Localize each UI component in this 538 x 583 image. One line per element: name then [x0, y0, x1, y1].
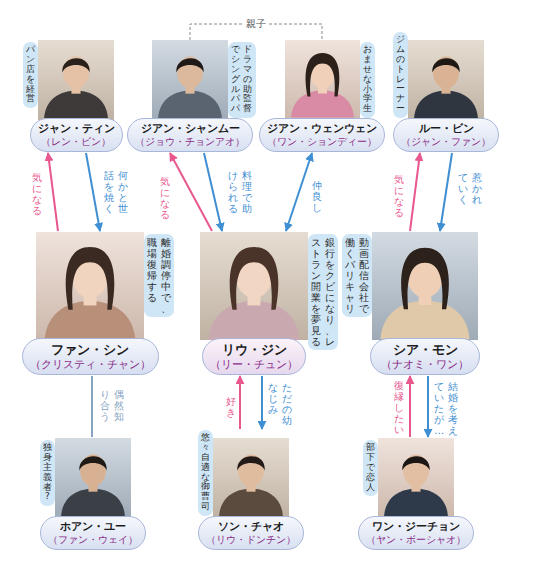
character-note: 離婚調停中で、職場復帰する [147, 237, 171, 314]
relation-label: 気になる [394, 174, 404, 218]
character-note: 悠々自適な御曹司 [201, 433, 210, 512]
relation-label: 気になる [160, 176, 170, 220]
relation-arrow [86, 153, 100, 231]
relation-arrow [261, 376, 263, 429]
character-name: シア・モン [393, 342, 458, 358]
character-name: ジアン・ウェンウェン [267, 122, 377, 136]
actor-name: （ファン・ウェイ） [48, 534, 138, 546]
relation-arrow [427, 376, 429, 437]
portrait-photo [213, 438, 289, 518]
note-tab: ジムのトレーナー [393, 32, 408, 118]
note-tab: 銀行をクビになり、レストラン開業を夢見る [308, 234, 338, 350]
name-pill: ジアン・シャンムー（ジョウ・チョンアオ） [127, 118, 253, 152]
actor-name: （クリスティ・チャン） [30, 358, 151, 371]
character-card: ジムのトレーナールー・ビン（ジャン・ファン） [393, 32, 499, 152]
portrait-photo [285, 40, 360, 120]
relation-arrow [204, 153, 222, 231]
note-tab: 離婚調停中で、職場復帰する [144, 234, 174, 317]
note-tab: ドラマの助監督でシングルパパ [228, 42, 256, 118]
character-card: 部下で恋人ワン・ジーチョン（ヤン・ボーシャオ） [358, 438, 474, 550]
portrait-photo [378, 438, 454, 518]
character-card: ドラマの助監督でシングルパパジアン・シャンムー（ジョウ・チョンアオ） [127, 40, 256, 152]
actor-name: （ヤン・ボーシャオ） [366, 534, 466, 546]
actor-name: （リー・チュン） [210, 358, 298, 371]
character-name: ジアン・シャンムー [141, 122, 240, 136]
character-card: パン店を経営ジャン・ティン（レン・ビン） [23, 40, 123, 152]
character-note: ドラマの助監督でシングルパパ [231, 45, 253, 114]
note-tab: 動画配信会社で働くバリキャリ [342, 234, 372, 317]
character-note: おませな小学生 [363, 45, 372, 114]
relation-arrow [239, 376, 241, 429]
relation-label: 惹かれていく [458, 172, 482, 205]
relation-label: 何かと世話を焼く [104, 170, 128, 214]
relation-label: 結婚を考えていたが… [434, 381, 458, 436]
name-pill: ジャン・ティン（レン・ビン） [30, 118, 123, 152]
name-pill: ホアン・ユー（ファン・ウェイ） [40, 516, 146, 550]
actor-name: （ジャン・ファン） [401, 136, 491, 148]
relation-arrow [410, 153, 420, 231]
character-card: 動画配信会社で働くバリキャリシア・モン（ナオミ・ワン） [342, 232, 480, 375]
character-note: ジムのトレーナー [396, 35, 405, 114]
character-card: おませな小学生ジアン・ウェンウェン（ワン・ションディー） [259, 40, 385, 152]
name-pill: ファン・シン（クリスティ・チャン） [22, 338, 159, 375]
relation-label: ただの幼なじみ [268, 382, 292, 426]
note-tab: おませな小学生 [360, 42, 375, 118]
actor-name: （ジョウ・チョンアオ） [135, 136, 245, 148]
relation-label: 料理で助けられる [228, 170, 252, 214]
character-card: 銀行をクビになり、レストラン開業を夢見るリウ・ジン（リー・チュン） [200, 232, 338, 375]
relation-arrow [440, 153, 452, 231]
character-name: リウ・ジン [222, 342, 287, 358]
character-card: 離婚調停中で、職場復帰するファン・シン（クリスティ・チャン） [22, 232, 175, 375]
character-note: パン店を経営 [26, 45, 35, 104]
character-note: 銀行をクビになり、レストラン開業を夢見る [311, 237, 335, 347]
note-tab: 部下で恋人 [363, 440, 378, 496]
character-card: 独身主義者? ホアン・ユー（ファン・ウェイ） [40, 438, 146, 550]
name-pill: ジアン・ウェンウェン（ワン・ションディー） [259, 118, 385, 152]
relation-arrow [91, 376, 93, 437]
portrait-photo [55, 438, 131, 518]
note-tab: 悠々自適な御曹司 [198, 430, 213, 516]
actor-name: （リウ・ドンチン） [206, 534, 296, 546]
portrait-photo [152, 40, 228, 120]
portrait-photo [408, 40, 484, 120]
character-name: ソン・チャオ [218, 520, 284, 534]
name-pill: リウ・ジン（リー・チュン） [202, 338, 306, 375]
relation-arrow [48, 153, 58, 231]
actor-name: （ワン・ションディー） [267, 136, 377, 148]
name-pill: ワン・ジーチョン（ヤン・ボーシャオ） [358, 516, 474, 550]
character-name: ルー・ビン [419, 122, 474, 136]
actor-name: （ナオミ・ワン） [381, 358, 469, 371]
note-tab: パン店を経営 [23, 42, 38, 108]
portrait-photo [36, 232, 144, 340]
relation-label: 仲良し [312, 180, 322, 213]
relation-arrow [286, 153, 312, 231]
character-name: ジャン・ティン [38, 122, 115, 136]
name-pill: ルー・ビン（ジャン・ファン） [393, 118, 499, 152]
portrait-photo [200, 232, 308, 340]
name-pill: ソン・チャオ（リウ・ドンチン） [198, 516, 304, 550]
relation-label: 気になる [32, 172, 42, 216]
character-note: 部下で恋人 [366, 443, 375, 492]
relation-label: 好き [226, 396, 236, 418]
portrait-photo [38, 40, 114, 120]
relation-label: 復縁したい [394, 380, 404, 435]
character-name: ホアン・ユー [60, 520, 126, 534]
relation-label: 偶然知り合う [100, 389, 124, 422]
character-name: ファン・シン [51, 342, 129, 358]
actor-name: （レン・ビン） [41, 136, 111, 148]
character-note: 動画配信会社で働くバリキャリ [345, 237, 369, 314]
character-note: 独身主義者? [43, 443, 52, 502]
name-pill: シア・モン（ナオミ・ワン） [370, 338, 480, 375]
note-tab: 独身主義者? [40, 440, 55, 506]
relation-arrow [409, 376, 411, 437]
character-card: 悠々自適な御曹司ソン・チャオ（リウ・ドンチン） [198, 430, 304, 550]
character-name: ワン・ジーチョン [372, 520, 460, 534]
bracket-label: 親子 [243, 17, 269, 31]
portrait-photo [372, 232, 478, 340]
